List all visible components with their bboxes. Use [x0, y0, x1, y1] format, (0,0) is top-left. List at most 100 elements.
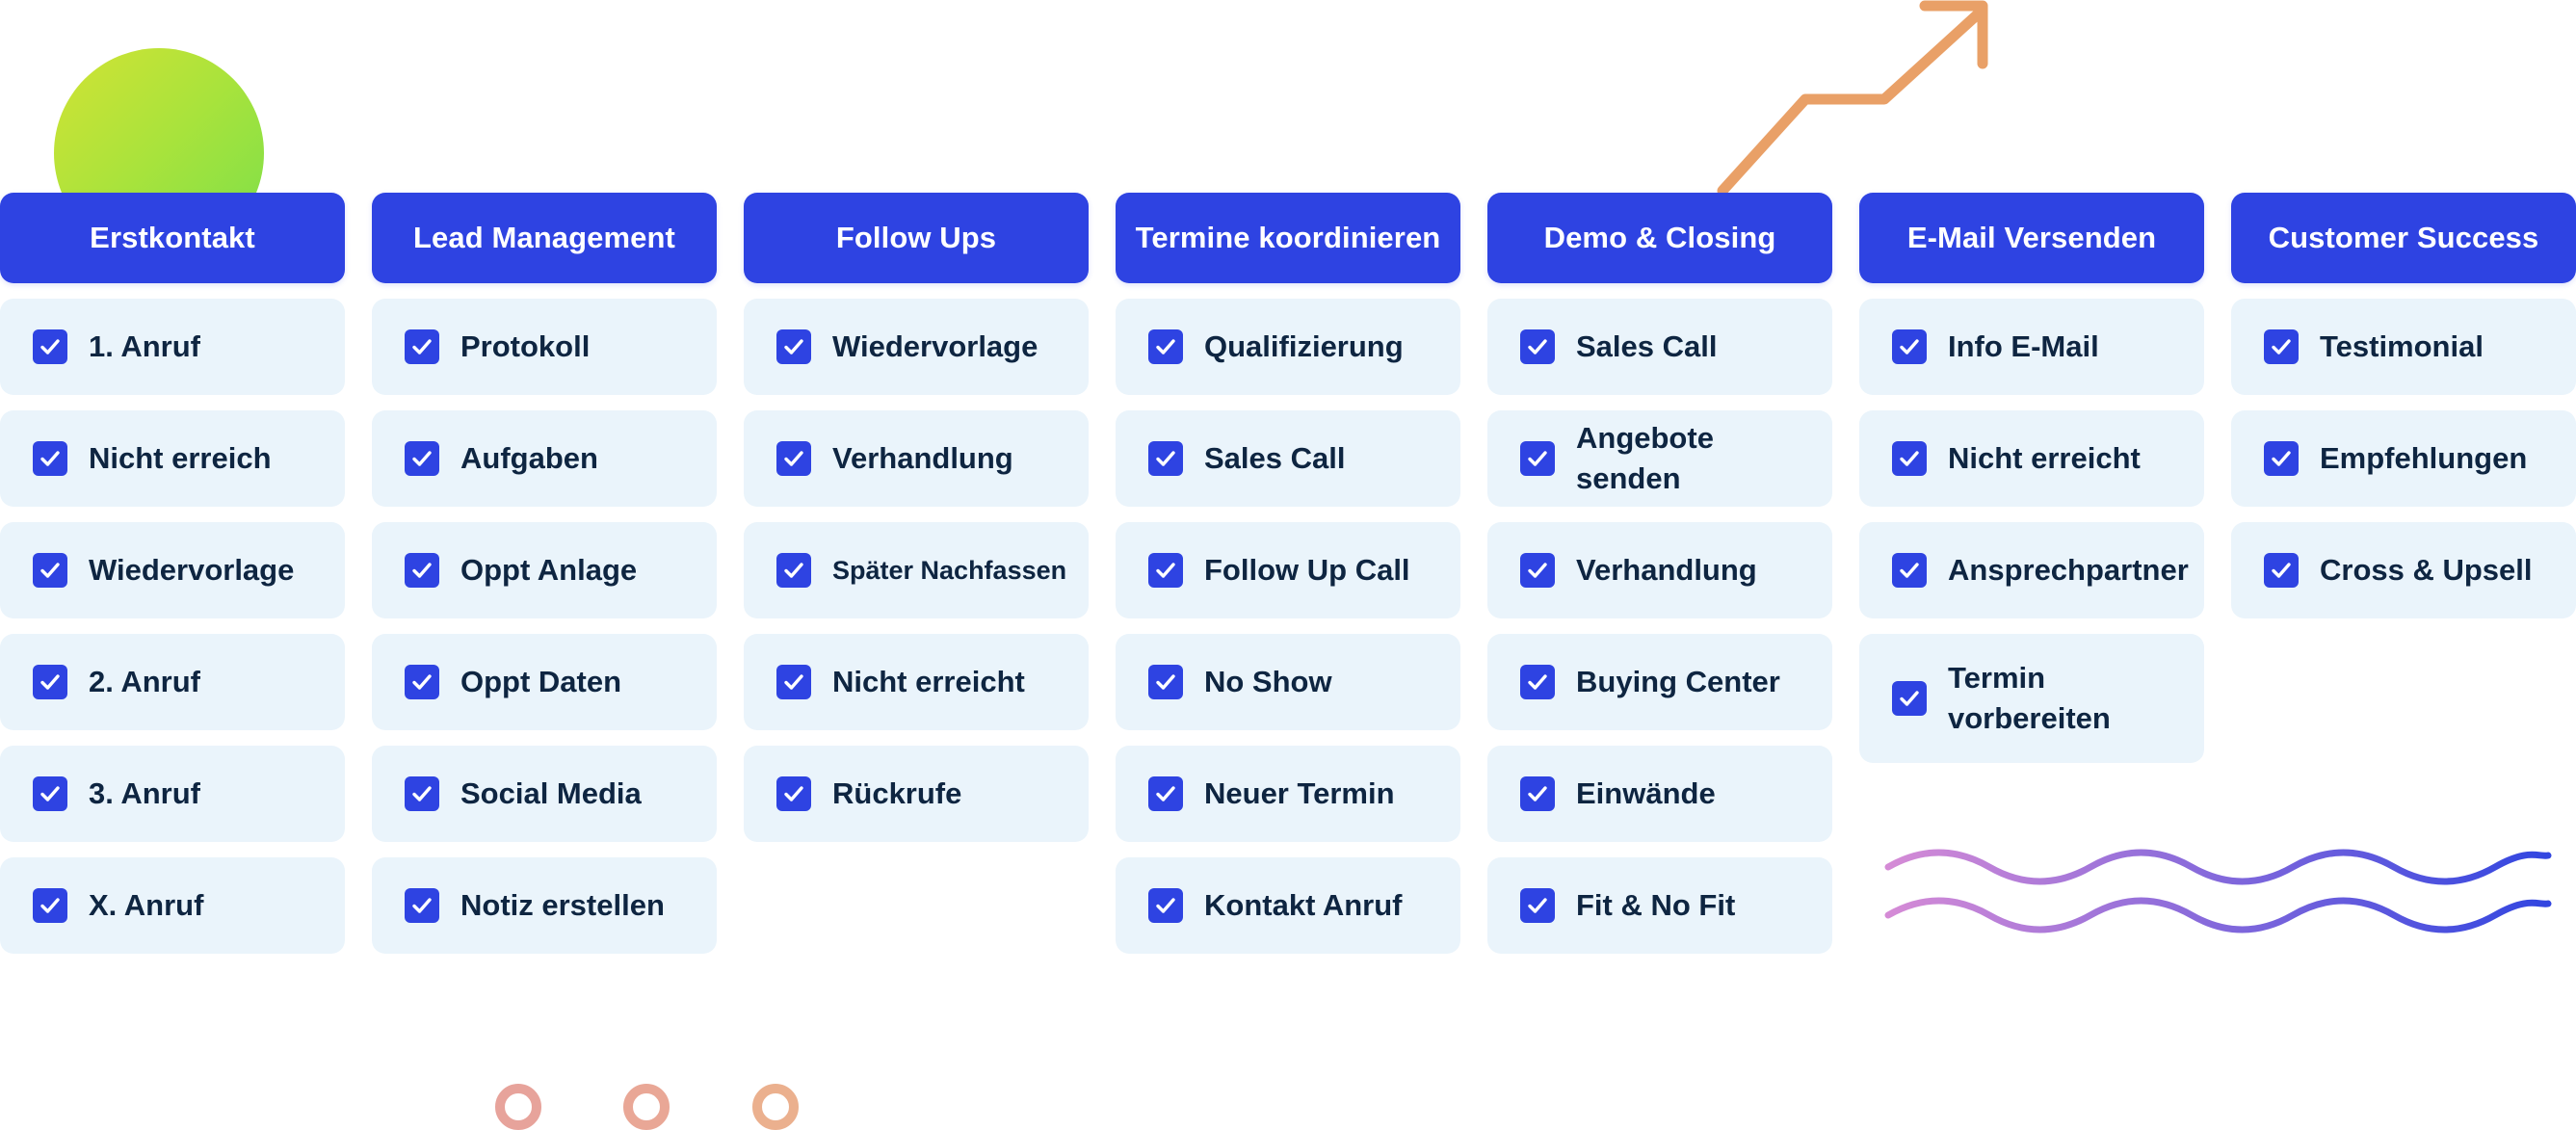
task-card[interactable]: Wiedervorlage	[0, 522, 345, 618]
task-label: Nicht erreich	[89, 441, 272, 475]
task-card[interactable]: Rückrufe	[744, 746, 1089, 842]
task-card[interactable]: Sales Call	[1116, 410, 1460, 507]
checkbox-checked-icon[interactable]	[1148, 888, 1183, 923]
task-label: Social Media	[460, 776, 642, 810]
task-card[interactable]: Social Media	[372, 746, 717, 842]
column-header: Follow Ups	[744, 193, 1089, 283]
checkbox-checked-icon[interactable]	[33, 329, 67, 364]
task-card[interactable]: Buying Center	[1487, 634, 1832, 730]
checkbox-checked-icon[interactable]	[776, 553, 811, 588]
task-label: Aufgaben	[460, 441, 598, 475]
task-label: Später Nachfassen	[832, 556, 1067, 585]
task-card[interactable]: Cross & Upsell	[2231, 522, 2576, 618]
task-card[interactable]: 1. Anruf	[0, 299, 345, 395]
task-label: 3. Anruf	[89, 776, 200, 810]
task-card[interactable]: Kontakt Anruf	[1116, 857, 1460, 954]
checkbox-checked-icon[interactable]	[1148, 329, 1183, 364]
checkbox-checked-icon[interactable]	[33, 665, 67, 699]
task-card[interactable]: Nicht erreicht	[744, 634, 1089, 730]
wave-lines-decoration	[1884, 849, 2552, 933]
checkbox-checked-icon[interactable]	[1148, 665, 1183, 699]
task-label: Qualifizierung	[1204, 329, 1404, 363]
checkbox-checked-icon[interactable]	[776, 329, 811, 364]
checkbox-checked-icon[interactable]	[2264, 441, 2299, 476]
checkbox-checked-icon[interactable]	[1892, 681, 1927, 716]
task-card[interactable]: X. Anruf	[0, 857, 345, 954]
task-card[interactable]: Einwände	[1487, 746, 1832, 842]
task-label: Neuer Termin	[1204, 776, 1395, 810]
task-label: Verhandlung	[1576, 553, 1757, 587]
task-label: Wiedervorlage	[832, 329, 1038, 363]
task-card[interactable]: Qualifizierung	[1116, 299, 1460, 395]
ring-decoration	[495, 1084, 541, 1130]
task-card[interactable]: Info E-Mail	[1859, 299, 2204, 395]
task-label: Ansprechpartner	[1948, 553, 2189, 587]
task-card[interactable]: Ansprechpartner	[1859, 522, 2204, 618]
checkbox-checked-icon[interactable]	[776, 776, 811, 811]
checkbox-checked-icon[interactable]	[1148, 553, 1183, 588]
checkbox-checked-icon[interactable]	[1520, 776, 1555, 811]
checkbox-checked-icon[interactable]	[1520, 441, 1555, 476]
task-card[interactable]: Nicht erreich	[0, 410, 345, 507]
checkbox-checked-icon[interactable]	[1148, 441, 1183, 476]
ring-decoration	[623, 1084, 670, 1130]
checkbox-checked-icon[interactable]	[405, 329, 439, 364]
task-label: Protokoll	[460, 329, 591, 363]
checkbox-checked-icon[interactable]	[1520, 553, 1555, 588]
checkbox-checked-icon[interactable]	[1520, 665, 1555, 699]
column-header: Customer Success	[2231, 193, 2576, 283]
task-label: Rückrufe	[832, 776, 962, 810]
task-label: Sales Call	[1204, 441, 1346, 475]
checkbox-checked-icon[interactable]	[33, 553, 67, 588]
task-card[interactable]: Verhandlung	[744, 410, 1089, 507]
task-card[interactable]: Empfehlungen	[2231, 410, 2576, 507]
task-label: Nicht erreicht	[832, 665, 1025, 698]
checkbox-checked-icon[interactable]	[1892, 553, 1927, 588]
column-header: Termine koordinieren	[1116, 193, 1460, 283]
task-card[interactable]: Fit & No Fit	[1487, 857, 1832, 954]
task-card[interactable]: Aufgaben	[372, 410, 717, 507]
task-card[interactable]: 2. Anruf	[0, 634, 345, 730]
task-card[interactable]: Sales Call	[1487, 299, 1832, 395]
task-card[interactable]: Termin vorbereiten	[1859, 634, 2204, 763]
task-label: Notiz erstellen	[460, 888, 665, 922]
task-label: Termin vorbereiten	[1948, 661, 2111, 735]
task-card[interactable]: Follow Up Call	[1116, 522, 1460, 618]
checkbox-checked-icon[interactable]	[33, 776, 67, 811]
checkbox-checked-icon[interactable]	[776, 665, 811, 699]
task-card[interactable]: Protokoll	[372, 299, 717, 395]
checkbox-checked-icon[interactable]	[2264, 553, 2299, 588]
task-card[interactable]: Testimonial	[2231, 299, 2576, 395]
task-card[interactable]: Oppt Daten	[372, 634, 717, 730]
checkbox-checked-icon[interactable]	[33, 441, 67, 476]
checkbox-checked-icon[interactable]	[405, 553, 439, 588]
checkbox-checked-icon[interactable]	[405, 888, 439, 923]
task-card[interactable]: Wiedervorlage	[744, 299, 1089, 395]
task-card[interactable]: Oppt Anlage	[372, 522, 717, 618]
task-card[interactable]: Neuer Termin	[1116, 746, 1460, 842]
checkbox-checked-icon[interactable]	[405, 776, 439, 811]
task-card[interactable]: Angebote senden	[1487, 410, 1832, 507]
checkbox-checked-icon[interactable]	[1520, 888, 1555, 923]
checkbox-checked-icon[interactable]	[2264, 329, 2299, 364]
task-card[interactable]: Verhandlung	[1487, 522, 1832, 618]
checkbox-checked-icon[interactable]	[405, 441, 439, 476]
checkbox-checked-icon[interactable]	[405, 665, 439, 699]
task-card[interactable]: Notiz erstellen	[372, 857, 717, 954]
checkbox-checked-icon[interactable]	[1892, 441, 1927, 476]
checkbox-checked-icon[interactable]	[1520, 329, 1555, 364]
checkbox-checked-icon[interactable]	[776, 441, 811, 476]
checkbox-checked-icon[interactable]	[1148, 776, 1183, 811]
task-label: Fit & No Fit	[1576, 888, 1736, 922]
task-card[interactable]: Nicht erreicht	[1859, 410, 2204, 507]
task-label: Sales Call	[1576, 329, 1718, 363]
checkbox-checked-icon[interactable]	[33, 888, 67, 923]
checkbox-checked-icon[interactable]	[1892, 329, 1927, 364]
column-header: E-Mail Versenden	[1859, 193, 2204, 283]
task-card[interactable]: 3. Anruf	[0, 746, 345, 842]
task-card[interactable]: Später Nachfassen	[744, 522, 1089, 618]
task-label: Angebote senden	[1576, 421, 1714, 495]
task-card[interactable]: No Show	[1116, 634, 1460, 730]
